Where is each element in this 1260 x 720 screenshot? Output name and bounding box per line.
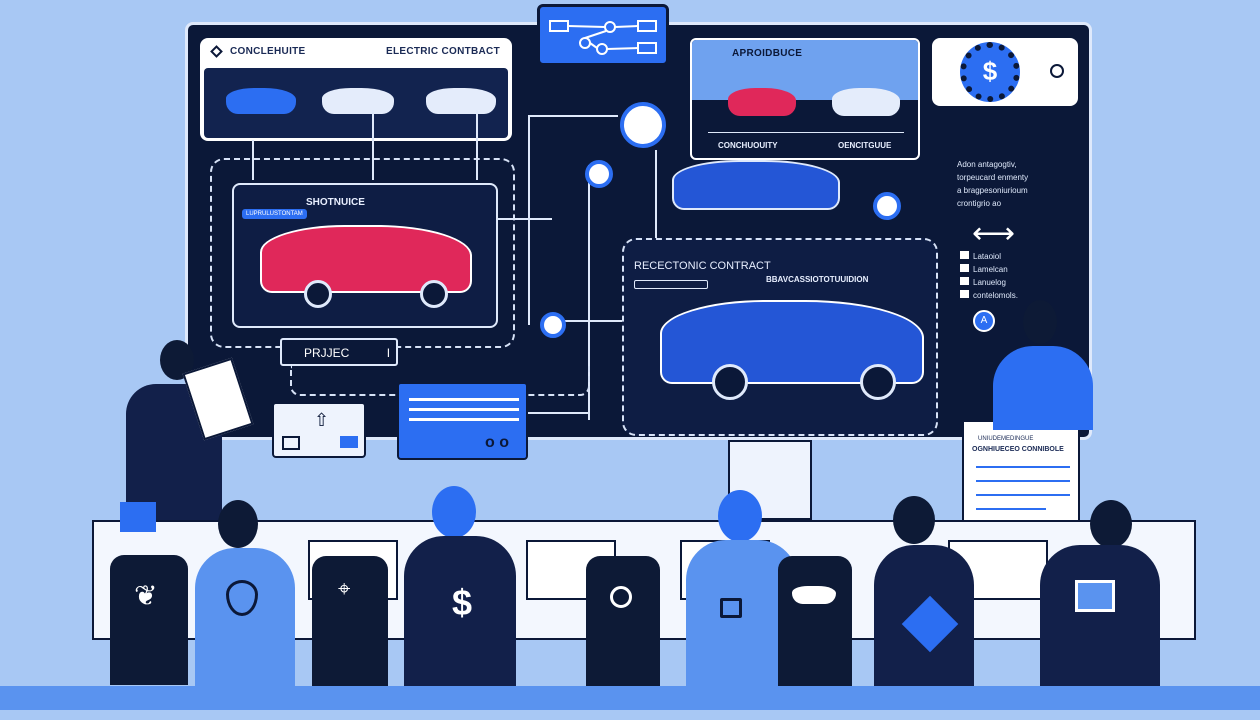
floor-strip — [0, 686, 1260, 710]
panel-title-right: ELECTRIC CONTBACT — [386, 46, 500, 57]
connector-line — [528, 412, 588, 414]
panel-title: SHOTNUICE — [306, 197, 365, 208]
car-icon — [226, 88, 296, 114]
message-card: o o — [397, 382, 528, 460]
chair-car-pin: ⌖ — [312, 556, 388, 686]
chair-plant: ❦ — [110, 555, 188, 685]
target-node-icon — [620, 102, 666, 148]
presenter-left — [122, 340, 254, 520]
connector-line — [588, 165, 590, 420]
car-icon — [426, 88, 496, 114]
tag-badge: LUPRULUSTONTAM — [242, 209, 307, 219]
panel-subtitle: BBAVCASSIOTOTUUIDION — [766, 275, 869, 284]
label-left: CONCHUOUITY — [718, 141, 778, 150]
presenter-right: A — [973, 300, 1095, 430]
comparison-panel: APROIDBUCE CONCHUOUITY OENCITGUUE — [690, 38, 920, 160]
input-bar — [634, 280, 708, 289]
checklist: Lataoiol Lamelcan Lanuelog contelomols. — [960, 250, 1018, 302]
dollar-icon: $ — [452, 582, 473, 623]
network-icon — [549, 20, 657, 55]
label-right: OENCITGUUE — [838, 141, 892, 150]
dots-icon: o o — [485, 434, 509, 451]
audience-body — [1040, 545, 1160, 688]
car-icon — [322, 88, 394, 114]
car-pin-icon: ⌖ — [338, 576, 351, 601]
connector-line — [476, 110, 478, 180]
lock-icon — [720, 598, 742, 618]
connector-line — [528, 115, 618, 117]
contract-document: UNIUDEMEDINGUE OGNHIUECEO CONNIBOLE — [962, 420, 1080, 524]
audience-head — [432, 486, 476, 538]
flow-diagram-card — [537, 4, 669, 66]
connector-line — [372, 110, 374, 180]
link-node-icon — [540, 312, 566, 338]
gear-dollar-icon: $ — [960, 42, 1020, 102]
bag-icon — [1075, 580, 1115, 612]
plant-icon: ❦ — [134, 580, 158, 611]
connector-line — [528, 115, 530, 325]
audience-body — [195, 548, 295, 688]
diamond-icon — [210, 45, 223, 58]
audience-head — [718, 490, 762, 542]
connector-line — [655, 150, 657, 240]
upload-card: ⇧ — [272, 402, 366, 458]
shotnuice-panel: SHOTNUICE LUPRULUSTONTAM — [232, 183, 498, 328]
main-contract-panel: RECECTONIC CONTRACT BBAVCASSIOTOTUUIDION — [622, 238, 938, 436]
document-subtitle: OGNHIUECEO CONNIBOLE — [972, 446, 1064, 453]
panel-title: RECECTONIC CONTRACT — [634, 260, 771, 272]
audience-body — [404, 536, 516, 686]
help-node-icon — [873, 192, 901, 220]
chair-car — [778, 556, 852, 686]
help-node-icon — [585, 160, 613, 188]
audience-head — [1090, 500, 1132, 548]
chair-gauge — [586, 556, 660, 686]
document-title: UNIUDEMEDINGUE — [978, 436, 1034, 442]
car-icon — [792, 586, 836, 604]
project-box: PRJJEC I — [280, 338, 398, 366]
audience-head — [893, 496, 935, 544]
connector-line — [555, 320, 640, 322]
badge-a: A — [973, 310, 995, 332]
suv-icon — [672, 160, 840, 210]
card-icon — [340, 436, 358, 448]
swap-arrows-icon: ⟷ — [972, 217, 1016, 250]
car-icon — [728, 88, 796, 116]
shield-icon — [226, 580, 258, 616]
connector-line — [252, 140, 254, 180]
car-strip — [204, 68, 508, 138]
contract-cars-panel: CONCLEHUITE ELECTRIC CONTBACT — [200, 38, 512, 141]
gauge-icon — [610, 586, 632, 608]
upload-arrow-icon: ⇧ — [314, 410, 330, 430]
desk-block — [120, 502, 156, 532]
audience-head — [218, 500, 258, 548]
panel-title-left: CONCLEHUITE — [230, 46, 306, 57]
finance-panel: $ — [932, 38, 1078, 106]
connector-line — [497, 218, 552, 220]
panel-title: APROIDBUCE — [732, 48, 803, 59]
mail-icon — [282, 436, 300, 450]
car-icon — [832, 88, 900, 116]
settings-icon — [1050, 64, 1064, 78]
